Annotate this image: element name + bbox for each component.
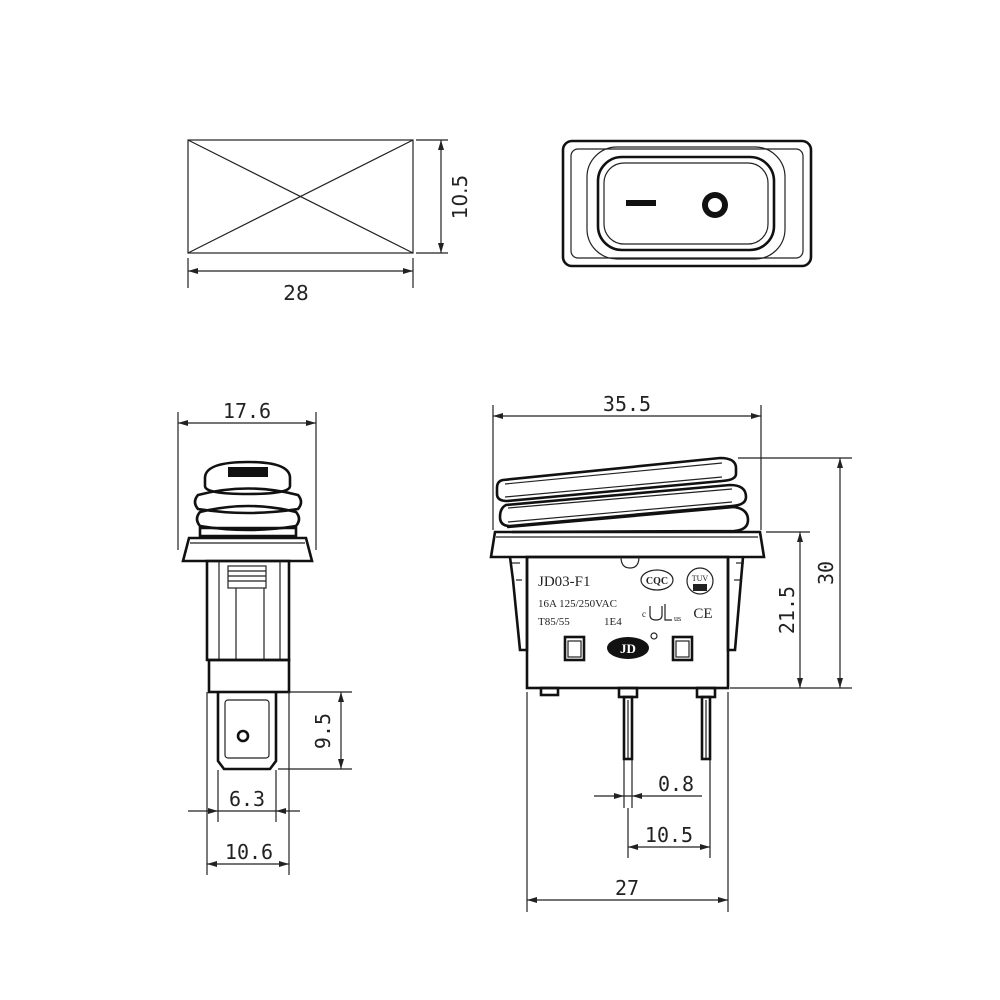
jd-logo-text: JD (620, 641, 636, 656)
rating-marking: 16A 125/250VAC (538, 598, 617, 610)
bezel-outer (561, 139, 813, 268)
dim-terminal-width: 6.3 (229, 787, 265, 811)
jd-logo-icon (607, 637, 649, 659)
main-view: 35.5 JD03-F1 16A 125/250VAC T85/55 1E4 C… (489, 392, 852, 912)
dim-body-depth: 10.6 (225, 840, 273, 864)
dim-base-width: 27 (615, 876, 639, 900)
tuv-logo-icon (686, 567, 714, 595)
rocker-frame (586, 146, 786, 260)
model-marking: JD03-F1 (538, 574, 591, 590)
temp-marking: T85/55 (538, 616, 570, 628)
cutout-rectangle (187, 139, 414, 254)
dim-cutout-width: 28 (283, 281, 308, 305)
dim-pin-thickness: 0.8 (658, 772, 694, 796)
dim-overall-height: 30 (814, 561, 838, 585)
side-view: 17.6 9.5 (177, 399, 352, 875)
terminal (216, 692, 278, 771)
panel-cutout-view: 10.5 28 (187, 139, 472, 305)
cqc-logo-icon (640, 569, 674, 591)
dim-pin-spacing: 10.5 (645, 823, 693, 847)
ul-logo-icon (649, 604, 672, 621)
rocker-cap (203, 460, 292, 496)
dim-side-width: 17.6 (223, 399, 271, 423)
front-view (561, 139, 813, 268)
ce-mark: CE (693, 606, 712, 622)
ul-c-text: c (642, 609, 646, 619)
dim-cutout-height: 10.5 (448, 175, 472, 220)
bezel-flange (181, 536, 314, 563)
rocker-cap-tilted (495, 456, 738, 503)
on-indicator-icon (626, 200, 656, 206)
dim-terminal-length: 9.5 (311, 713, 335, 749)
dim-body-height: 21.5 (775, 586, 799, 634)
bezel-flange-main (489, 530, 766, 559)
cutout-diagonal (187, 139, 414, 254)
tuv-text: TUV (692, 574, 709, 583)
endurance-marking: 1E4 (604, 616, 622, 628)
pin-1 (622, 695, 634, 761)
cqc-text: CQC (646, 576, 668, 587)
pin-2 (700, 695, 712, 761)
ul-us-text: us (674, 614, 681, 623)
dim-overall-width: 35.5 (603, 392, 651, 416)
rocker-button (596, 155, 776, 252)
